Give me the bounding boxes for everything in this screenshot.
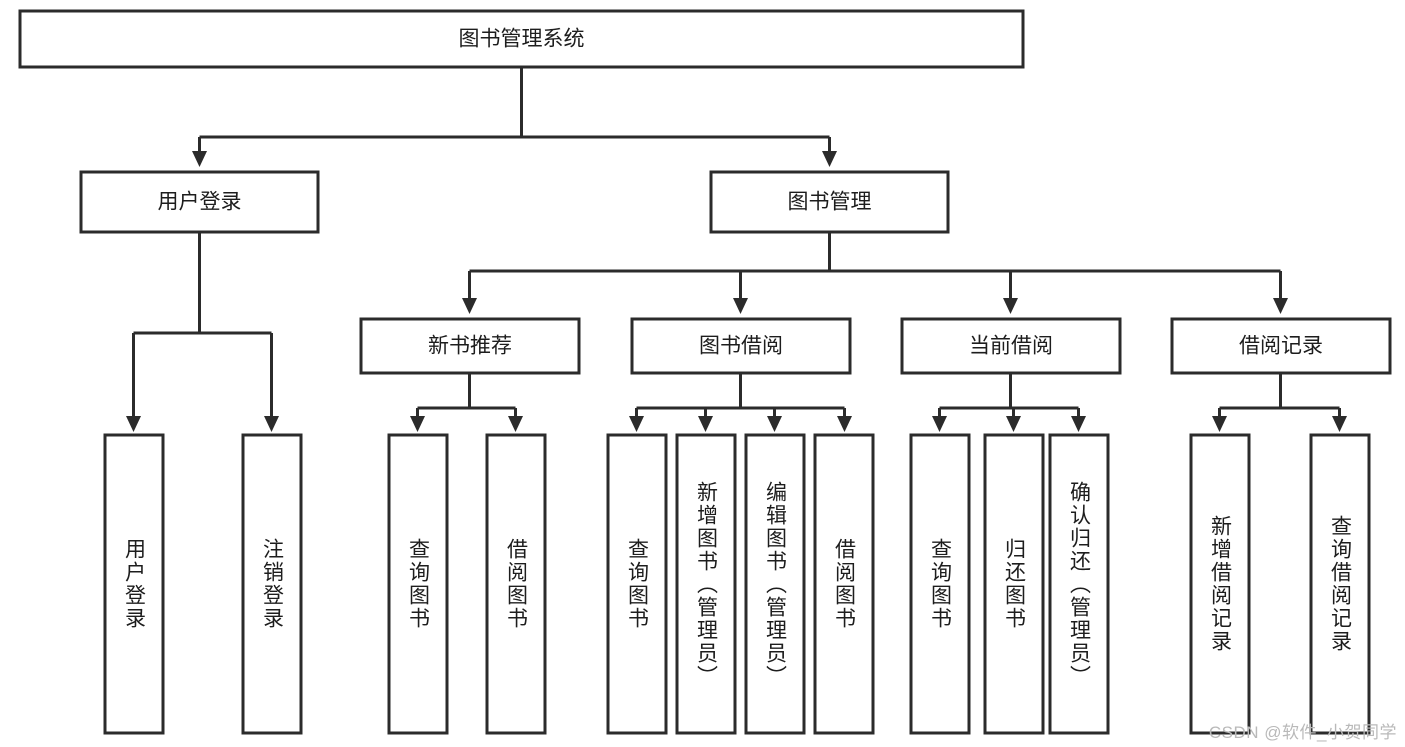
- arrow-head-icon: [767, 416, 782, 432]
- node-box-leaf-borrow-books-1[interactable]: [485, 433, 547, 735]
- node-label-borrow-records: 借阅记录: [1239, 335, 1323, 358]
- node-box-leaf-query-borrow-record[interactable]: [1309, 433, 1371, 735]
- arrow-head-icon: [822, 151, 837, 167]
- arrow-head-icon: [192, 151, 207, 167]
- node-box-leaf-edit-book-admin[interactable]: [744, 433, 806, 735]
- arrow-head-icon: [462, 298, 477, 314]
- arrow-head-icon: [1071, 416, 1086, 432]
- node-box-leaf-user-login[interactable]: [103, 433, 165, 735]
- node-box-leaf-query-books-3[interactable]: [909, 433, 971, 735]
- node-box-leaf-query-books-2[interactable]: [606, 433, 668, 735]
- node-box-book-management-group[interactable]: [709, 170, 950, 234]
- arrow-head-icon: [508, 416, 523, 432]
- node-box-leaf-borrow-books-2[interactable]: [813, 433, 875, 735]
- arrow-head-icon: [698, 416, 713, 432]
- arrow-head-icon: [837, 416, 852, 432]
- node-box-current-borrow[interactable]: [900, 317, 1122, 375]
- arrow-head-icon: [264, 416, 279, 432]
- arrow-head-icon: [410, 416, 425, 432]
- arrow-head-icon: [1212, 416, 1227, 432]
- node-box-leaf-query-books-1[interactable]: [387, 433, 449, 735]
- node-label-root: 图书管理系统: [459, 28, 585, 51]
- node-box-new-book-recommend[interactable]: [359, 317, 581, 375]
- node-box-leaf-add-book-admin[interactable]: [675, 433, 737, 735]
- arrow-head-icon: [126, 416, 141, 432]
- node-box-leaf-return-books[interactable]: [983, 433, 1045, 735]
- arrow-head-icon: [1006, 416, 1021, 432]
- arrow-head-icon: [1003, 298, 1018, 314]
- node-box-book-borrow[interactable]: [630, 317, 852, 375]
- arrow-head-icon: [1273, 298, 1288, 314]
- arrow-head-icon: [629, 416, 644, 432]
- node-box-root[interactable]: [18, 9, 1025, 69]
- node-box-layer: [18, 9, 1392, 735]
- node-box-leaf-add-borrow-record[interactable]: [1189, 433, 1251, 735]
- node-label-user-login-group: 用户登录: [158, 191, 242, 214]
- node-label-book-management-group: 图书管理: [788, 191, 872, 214]
- arrow-head-layer: [126, 151, 1347, 432]
- arrow-head-icon: [1332, 416, 1347, 432]
- arrow-head-icon: [932, 416, 947, 432]
- node-label-current-borrow: 当前借阅: [969, 335, 1053, 358]
- node-label-book-borrow: 图书借阅: [699, 335, 783, 358]
- node-box-leaf-logout[interactable]: [241, 433, 303, 735]
- csdn-watermark: CSDN @软件_小贺同学: [1208, 723, 1397, 742]
- node-label-new-book-recommend: 新书推荐: [428, 335, 512, 358]
- node-box-borrow-records[interactable]: [1170, 317, 1392, 375]
- arrow-head-icon: [733, 298, 748, 314]
- node-box-leaf-confirm-return-admin[interactable]: [1048, 433, 1110, 735]
- node-box-user-login-group[interactable]: [79, 170, 320, 234]
